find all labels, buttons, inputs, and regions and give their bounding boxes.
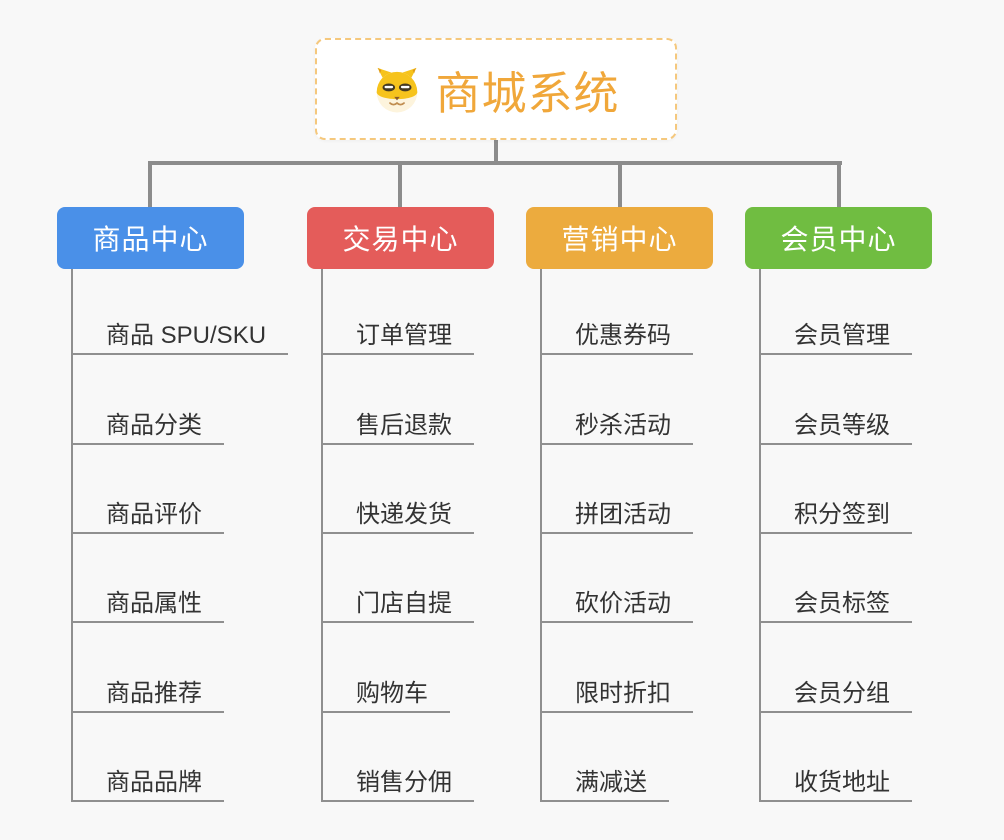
leaf-node[interactable]: 会员标签	[759, 587, 912, 623]
branch-header-trade-center[interactable]: 交易中心	[307, 207, 494, 269]
leaf-node[interactable]: 秒杀活动	[540, 409, 693, 445]
connector-column-line-3	[540, 269, 542, 802]
leaf-node[interactable]: 会员等级	[759, 409, 912, 445]
leaf-node[interactable]: 购物车	[321, 677, 450, 713]
leaf-node[interactable]: 限时折扣	[540, 677, 693, 713]
leaf-node[interactable]: 商品分类	[71, 409, 224, 445]
leaf-node[interactable]: 订单管理	[321, 319, 474, 355]
leaf-node[interactable]: 满减送	[540, 766, 669, 802]
leaf-node[interactable]: 商品品牌	[71, 766, 224, 802]
leaf-node[interactable]: 商品推荐	[71, 677, 224, 713]
branch-header-product-center[interactable]: 商品中心	[57, 207, 244, 269]
connector-horizontal-line	[148, 161, 842, 165]
connector-branch-stub-3	[618, 161, 622, 207]
leaf-node[interactable]: 砍价活动	[540, 587, 693, 623]
leaf-node[interactable]: 商品属性	[71, 587, 224, 623]
leaf-node[interactable]: 销售分佣	[321, 766, 474, 802]
branch-header-marketing-center[interactable]: 营销中心	[526, 207, 713, 269]
connector-root-stub	[494, 140, 498, 165]
leaf-node[interactable]: 优惠券码	[540, 319, 693, 355]
connector-branch-stub-4	[837, 161, 841, 207]
connector-column-line-2	[321, 269, 323, 802]
leaf-node[interactable]: 快递发货	[321, 498, 474, 534]
root-node[interactable]: 商城系统	[315, 38, 677, 140]
connector-column-line-4	[759, 269, 761, 802]
connector-branch-stub-2	[398, 161, 402, 207]
leaf-node[interactable]: 收货地址	[759, 766, 912, 802]
leaf-node[interactable]: 门店自提	[321, 587, 474, 623]
connector-branch-stub-1	[148, 161, 152, 207]
leaf-node[interactable]: 会员管理	[759, 319, 912, 355]
connector-column-line-1	[71, 269, 73, 802]
leaf-node[interactable]: 售后退款	[321, 409, 474, 445]
leaf-node[interactable]: 商品评价	[71, 498, 224, 534]
leaf-node[interactable]: 商品 SPU/SKU	[71, 319, 289, 355]
branch-header-member-center[interactable]: 会员中心	[745, 207, 932, 269]
leaf-node[interactable]: 拼团活动	[540, 498, 693, 534]
leaf-node[interactable]: 会员分组	[759, 677, 912, 713]
dog-face-icon	[372, 64, 422, 114]
root-title: 商城系统	[435, 67, 620, 119]
leaf-node[interactable]: 积分签到	[759, 498, 912, 534]
